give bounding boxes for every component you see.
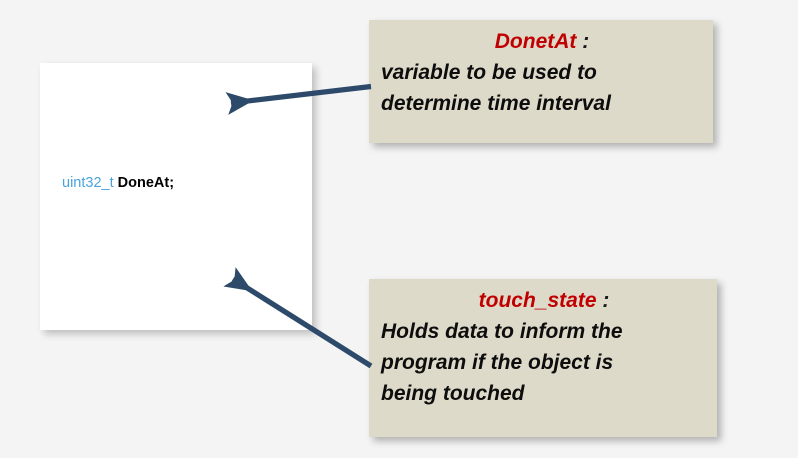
callout-touch-state-title: touch_state : <box>381 285 707 316</box>
code-line-blank <box>62 264 190 287</box>
code-token-type: uint32_t <box>62 175 114 191</box>
callout-doneat: DonetAt : variable to be used to determi… <box>369 20 713 143</box>
code-listing: uint32_t DoneAt; enum state { not_touche… <box>62 103 190 330</box>
callout-touch-state-line-2: program if the object is <box>381 351 614 374</box>
callout-doneat-line-1: variable to be used to <box>381 61 597 84</box>
code-token-plain: DoneAt; <box>113 175 175 191</box>
callout-doneat-title: DonetAt : <box>381 26 703 57</box>
callout-touch-state-line-1: Holds data to inform the <box>381 320 623 343</box>
callout-touch-state-term: touch_state <box>478 289 597 312</box>
callout-doneat-term: DonetAt <box>494 30 577 53</box>
callout-touch-state: touch_state : Holds data to inform the p… <box>369 279 717 437</box>
callout-doneat-colon: : <box>576 30 590 53</box>
callout-doneat-line-2: determine time interval <box>381 92 611 115</box>
code-snippet-panel: uint32_t DoneAt; enum state { not_touche… <box>40 63 312 330</box>
callout-touch-state-colon: : <box>596 289 610 312</box>
code-line-decl-doneat: uint32_t DoneAt; <box>62 172 190 195</box>
callout-touch-state-line-3: being touched <box>381 382 525 405</box>
